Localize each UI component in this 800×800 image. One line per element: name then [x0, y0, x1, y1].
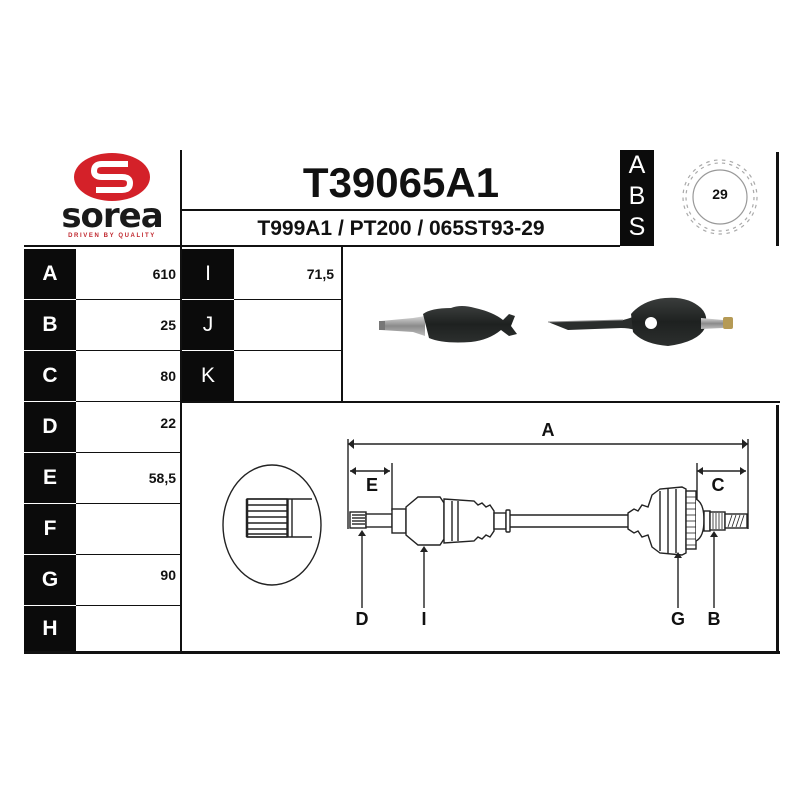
dim-label: F	[24, 504, 76, 554]
dim-value: 58,5	[148, 470, 176, 486]
dim-value: 90	[160, 567, 176, 583]
part-number: T39065A1	[302, 159, 500, 206]
diagram-right-border	[776, 405, 779, 653]
row-divider	[76, 605, 180, 606]
brand-tagline: DRIVEN BY QUALITY	[68, 233, 156, 239]
dim-label: C	[24, 351, 76, 401]
row-divider	[76, 503, 180, 504]
dim-label: J	[182, 300, 234, 350]
dim-label: B	[24, 300, 76, 350]
row-divider	[234, 350, 342, 351]
row-divider	[76, 350, 180, 351]
header-divider	[180, 150, 182, 248]
driveshaft-diagram	[222, 439, 749, 608]
dimension-label-c: C	[711, 475, 725, 495]
dim-value	[76, 606, 176, 652]
row-divider	[76, 452, 180, 453]
abs-letter: A	[628, 151, 646, 179]
dim-label: E	[24, 453, 76, 503]
dim-label: A	[24, 249, 76, 299]
spline-detail-circle	[222, 464, 322, 586]
dim-value	[76, 504, 176, 554]
abs-tone-ring-icon	[682, 159, 758, 235]
title-divider	[182, 209, 620, 211]
pointer-label-i: I	[421, 609, 427, 629]
abs-indicator: A B S	[620, 150, 654, 246]
row-divider	[234, 299, 342, 300]
dim-value: 25	[160, 317, 176, 333]
pointer-label-d: D	[355, 609, 369, 629]
dim-value: 71,5	[306, 266, 334, 282]
dim-value	[234, 300, 334, 350]
dimension-label-a: A	[541, 420, 555, 440]
row-divider	[76, 299, 180, 300]
dimension-label-e: E	[365, 475, 378, 495]
dim-value: 610	[152, 266, 176, 282]
bottom-border	[24, 651, 780, 654]
sorea-emblem-icon	[74, 153, 150, 201]
dim-label: G	[24, 555, 76, 605]
pointer-label-g: G	[670, 609, 685, 629]
dim-value: 22	[160, 415, 176, 431]
row-divider	[76, 401, 180, 402]
abs-letter: S	[628, 213, 646, 241]
dim-value	[234, 351, 334, 401]
abs-letter: B	[628, 182, 646, 210]
dim-label: I	[182, 249, 234, 299]
dim-label: D	[24, 402, 76, 452]
dim-label: K	[182, 351, 234, 401]
cross-references: T999A1 / PT200 / 065ST93-29	[257, 217, 545, 240]
header-bottom-border	[24, 245, 620, 247]
driveshaft-photo	[379, 297, 733, 346]
brand-logo: sorea DRIVEN BY QUALITY	[24, 150, 180, 246]
dim-value: 80	[160, 368, 176, 384]
dim-label: H	[24, 606, 76, 652]
header-right-border	[776, 152, 779, 246]
column-divider	[341, 247, 343, 402]
row-divider	[76, 554, 180, 555]
abs-tooth-count: 29	[712, 186, 728, 202]
pointer-label-b: B	[707, 609, 721, 629]
table-divider	[180, 247, 182, 653]
row-divider	[182, 401, 780, 403]
brand-name: sorea	[61, 196, 163, 236]
